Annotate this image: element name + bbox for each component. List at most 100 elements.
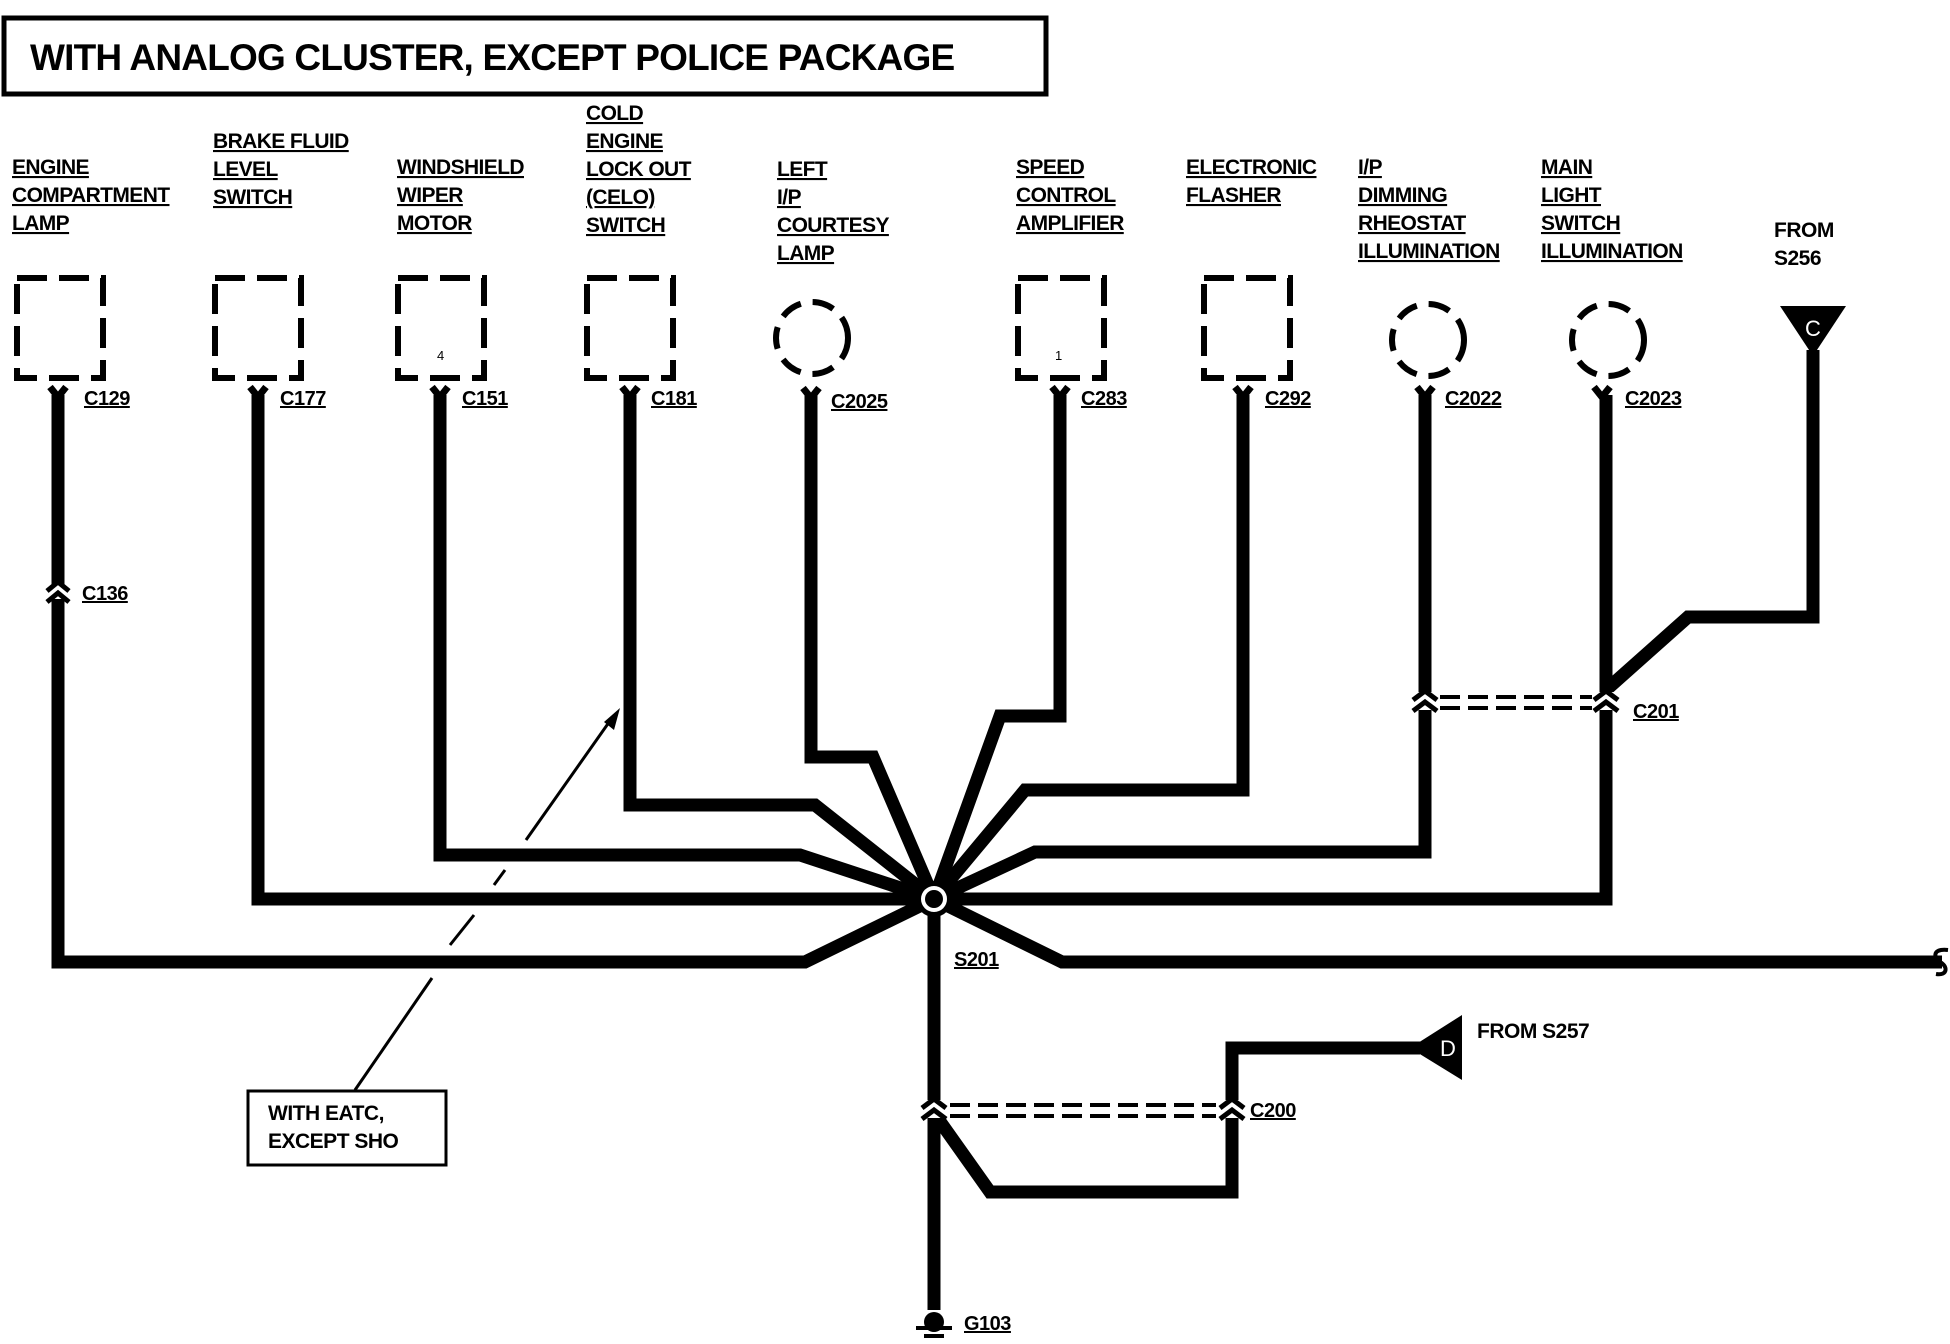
connector-label: C201	[1633, 701, 1679, 723]
component-box-brake-fluid-level-switch	[212, 275, 304, 381]
component-box-speed-control-amplifier	[1015, 275, 1107, 381]
marker-letter: D	[1440, 1036, 1456, 1061]
wire-c283	[927, 395, 1067, 902]
connector-label: C292	[1265, 388, 1311, 410]
wire-s256	[1601, 350, 1820, 695]
component-box-engine-compartment-lamp	[14, 275, 106, 381]
diagram-title-box: WITH ANALOG CLUSTER, EXCEPT POLICE PACKA…	[1, 15, 1049, 97]
pin-number: 4	[437, 348, 444, 363]
wire-c2022	[931, 395, 1432, 905]
label-line: LOCK OUT	[586, 158, 692, 181]
marker-letter: C	[1805, 316, 1821, 341]
inline-connector-c136: C136	[45, 578, 129, 605]
wire-c200-loop	[928, 1109, 1239, 1199]
connector-label: C136	[82, 583, 128, 605]
connector-label: C177	[280, 388, 326, 410]
label-line: DIMMING	[1358, 184, 1447, 207]
callout-box: WITH EATC, EXCEPT SHO	[246, 1089, 448, 1167]
ground-g103: G103	[916, 1312, 1012, 1338]
from-s257-marker: D FROM S257	[1410, 1015, 1590, 1080]
connector-label: C181	[651, 388, 697, 410]
callout-leader	[353, 708, 620, 1091]
connector-label: C200	[1250, 1100, 1296, 1122]
inline-connector-c200: C200	[920, 1095, 1297, 1122]
label-line: SWITCH	[586, 214, 665, 237]
connector-label: C2023	[1625, 388, 1682, 410]
label-line: ELECTRONIC	[1186, 156, 1317, 179]
label-line: S256	[1774, 247, 1821, 270]
label-line: SPEED	[1016, 156, 1085, 179]
label-line: AMPLIFIER	[1016, 212, 1124, 235]
label-ip-dimming-rheostat-illumination: I/P DIMMING RHEOSTAT ILLUMINATION	[1358, 156, 1500, 263]
label-line: LEVEL	[213, 158, 278, 181]
arrow-head-icon	[604, 708, 620, 730]
callout-line: WITH EATC,	[268, 1102, 384, 1125]
label-main-light-switch-illumination: MAIN LIGHT SWITCH ILLUMINATION	[1541, 156, 1683, 263]
label-line: SWITCH	[1541, 212, 1620, 235]
label-electronic-flasher: ELECTRONIC FLASHER	[1186, 156, 1318, 207]
label-line: ENGINE	[12, 156, 90, 179]
from-s257-label: FROM S257	[1477, 1020, 1589, 1043]
wire-c177	[251, 395, 934, 906]
label-speed-control-amplifier: SPEED CONTROL AMPLIFIER	[1016, 156, 1125, 235]
label-windshield-wiper-motor: WINDSHIELD WIPER MOTOR	[397, 156, 525, 235]
label-line: FROM	[1774, 219, 1834, 242]
diagram-title: WITH ANALOG CLUSTER, EXCEPT POLICE PACKA…	[30, 37, 954, 78]
label-engine-compartment-lamp: ENGINE COMPARTMENT LAMP	[12, 156, 171, 235]
component-circle-left-ip-courtesy-lamp	[773, 299, 851, 377]
label-line: MAIN	[1541, 156, 1592, 179]
label-line: ILLUMINATION	[1358, 240, 1500, 263]
label-from-s256: FROM S256	[1774, 219, 1834, 270]
component-box-electronic-flasher	[1201, 275, 1293, 381]
connector-label: C151	[462, 388, 508, 410]
label-line: COURTESY	[777, 214, 889, 237]
label-line: MOTOR	[397, 212, 472, 235]
label-line: I/P	[1358, 156, 1382, 179]
inline-connector-c201: C201	[1411, 687, 1680, 723]
label-line: COMPARTMENT	[12, 184, 170, 207]
label-line: FLASHER	[1186, 184, 1281, 207]
wire-s257	[1225, 1041, 1420, 1108]
label-line: ENGINE	[586, 130, 664, 153]
component-box-windshield-wiper-motor	[395, 275, 487, 381]
label-line: LIGHT	[1541, 184, 1602, 207]
label-celo-switch: COLD ENGINE LOCK OUT (CELO) SWITCH	[586, 102, 692, 237]
from-s256-marker: C	[1780, 306, 1846, 356]
wire-offpage-right	[931, 893, 1942, 969]
wire-c2023	[934, 395, 1613, 906]
wire-c129	[51, 395, 937, 969]
label-line: CONTROL	[1016, 184, 1116, 207]
wire-c181	[623, 395, 939, 905]
label-line: LAMP	[12, 212, 70, 235]
label-line: ILLUMINATION	[1541, 240, 1683, 263]
connector-label: C2022	[1445, 388, 1502, 410]
break-mark-icon	[1933, 947, 1949, 977]
splice-label: S201	[954, 949, 999, 971]
label-left-ip-courtesy-lamp: LEFT I/P COURTESY LAMP	[777, 158, 890, 265]
label-line: LEFT	[777, 158, 828, 181]
component-circle-ip-dimming-rheostat	[1389, 301, 1467, 379]
wire-c151	[433, 395, 937, 906]
wire-c2025	[804, 395, 940, 902]
component-box-celo-switch	[584, 275, 676, 381]
label-line: SWITCH	[213, 186, 292, 209]
label-line: (CELO)	[586, 186, 655, 209]
label-brake-fluid-level-switch: BRAKE FLUID LEVEL SWITCH	[213, 130, 350, 209]
pin-number: 1	[1055, 348, 1062, 363]
label-line: WINDSHIELD	[397, 156, 524, 179]
splice-s201: S201	[916, 881, 1000, 971]
label-line: COLD	[586, 102, 644, 125]
label-line: LAMP	[777, 242, 835, 265]
label-line: I/P	[777, 186, 801, 209]
callout-line: EXCEPT SHO	[268, 1130, 399, 1153]
ground-label: G103	[964, 1313, 1011, 1335]
connector-label: C129	[84, 388, 130, 410]
label-line: WIPER	[397, 184, 463, 207]
label-line: BRAKE FLUID	[213, 130, 349, 153]
ground-icon	[924, 1334, 944, 1338]
connector-label: C2025	[831, 391, 888, 413]
label-line: RHEOSTAT	[1358, 212, 1466, 235]
component-circle-main-light-switch	[1569, 301, 1647, 379]
connector-label: C283	[1081, 388, 1127, 410]
